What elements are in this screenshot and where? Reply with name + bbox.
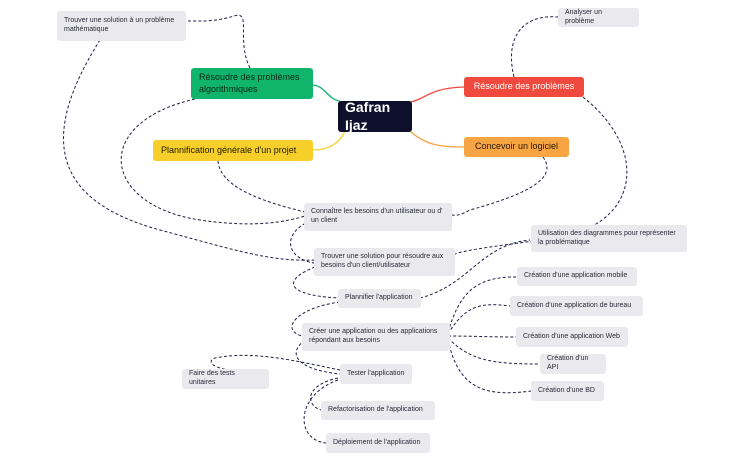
center-node[interactable]: Gafran Ijaz: [338, 99, 412, 133]
node-design-software[interactable]: Concevoir un logiciel: [464, 137, 569, 157]
link-besoins-solution: [290, 220, 315, 264]
node-label: Concevoir un logiciel: [474, 141, 559, 152]
note-label: Refactorisation de l'application: [328, 406, 423, 414]
node-algorithmic-problems[interactable]: Résoudre des problèmes algorithmiques: [191, 68, 313, 99]
node-label: Résoudre des problèmes algorithmiques: [199, 72, 300, 94]
link-math-solution: [63, 39, 316, 261]
note-label: Création d'une application mobile: [524, 272, 628, 280]
branch-resoudre: [409, 86, 465, 103]
link-creer-api: [447, 337, 541, 365]
note-create-applications[interactable]: Créer une application ou des application…: [302, 323, 450, 351]
link-creer-bd: [447, 339, 532, 394]
note-label: Analyser un problème: [565, 8, 602, 25]
node-solve-problems[interactable]: Résoudre des problèmes: [464, 77, 584, 97]
link-creer-bureau: [447, 304, 511, 335]
link-algo-besoins: [120, 97, 306, 225]
note-diagrams[interactable]: Utilisation des diagrammes pour représen…: [531, 225, 687, 252]
note-label: Déploiement de l'application: [333, 438, 421, 446]
node-label: Plannification générale d'un projet: [161, 144, 297, 155]
center-label: Gafran Ijaz: [345, 99, 391, 133]
note-label: Création d'une BD: [538, 386, 595, 394]
note-label: Trouver une solution à un problème mathé…: [64, 17, 175, 33]
note-label: Création d'une application Web: [523, 332, 620, 340]
note-label: Trouver une solution pour résoudre aux b…: [321, 253, 444, 269]
link-plannifier-diagrammes: [419, 239, 531, 299]
link-tester-refacto: [310, 377, 339, 411]
link-planif-besoins: [217, 160, 306, 213]
note-refactoring[interactable]: Refactorisation de l'application: [321, 401, 435, 420]
link-solution-plannifier: [293, 266, 339, 299]
node-project-planning[interactable]: Plannification générale d'un projet: [153, 140, 313, 161]
branch-algo: [311, 84, 341, 102]
note-plan-application[interactable]: Plannifier l'application: [338, 289, 421, 308]
link-tester-tests: [210, 354, 341, 372]
note-database[interactable]: Création d'une BD: [531, 381, 604, 401]
note-label: Tester l'application: [347, 369, 405, 377]
note-label: Faire des tests unitaires: [189, 370, 235, 386]
note-desktop-app[interactable]: Création d'une application de bureau: [510, 296, 643, 316]
note-label: Connaître les besoins d'un utilisateur o…: [311, 208, 443, 224]
link-creer-tester: [295, 339, 341, 375]
note-label: Création d'un API: [547, 355, 589, 371]
link-plannifier-creer: [291, 301, 341, 337]
note-label: Créer une application ou des application…: [309, 328, 438, 344]
link-concevoir-besoins: [451, 156, 548, 216]
note-test-application[interactable]: Tester l'application: [340, 364, 412, 384]
note-analyze-problem[interactable]: Analyser un problème: [558, 8, 639, 27]
branch-concevoir: [409, 130, 465, 148]
note-mobile-app[interactable]: Création d'une application mobile: [517, 267, 637, 286]
branch-planif: [312, 130, 346, 151]
node-label: Résoudre des problèmes: [473, 81, 575, 92]
note-user-needs[interactable]: Connaître les besoins d'un utilisateur o…: [304, 203, 452, 231]
link-creer-web: [447, 335, 517, 338]
note-deployment[interactable]: Déploiement de l'application: [326, 433, 430, 453]
note-label: Création d'une application de bureau: [517, 301, 632, 309]
link-algo-math: [187, 14, 251, 69]
note-api[interactable]: Création d'un API: [540, 354, 606, 374]
note-label: Plannifier l'application: [345, 294, 413, 302]
note-math-solution[interactable]: Trouver une solution à un problème mathé…: [57, 11, 186, 41]
note-find-solution[interactable]: Trouver une solution pour résoudre aux b…: [314, 248, 455, 276]
link-resoudre-analyser: [510, 16, 559, 78]
note-unit-tests[interactable]: Faire des tests unitaires: [182, 369, 269, 389]
note-label: Utilisation des diagrammes pour représen…: [538, 229, 676, 246]
link-creer-mobile: [447, 276, 518, 333]
note-web-app[interactable]: Création d'une application Web: [516, 327, 628, 347]
link-resoudre-solution: [452, 96, 628, 259]
